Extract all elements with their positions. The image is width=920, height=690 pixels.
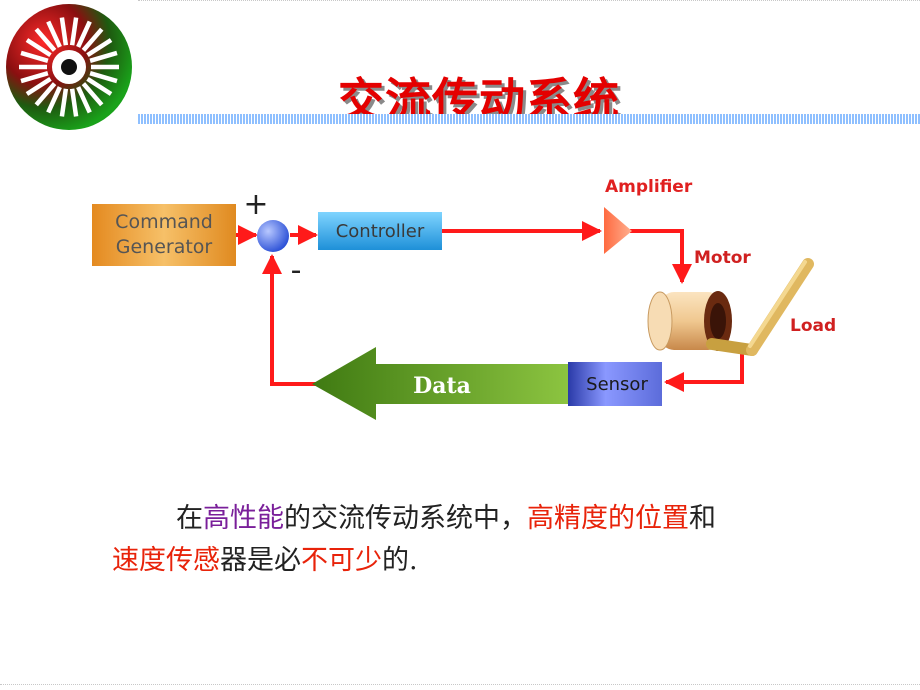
motor-cylinder-icon (647, 291, 732, 351)
logo-spoke (20, 50, 49, 63)
drive-system-diagram: Command Generator + - Controller Amplifi… (92, 177, 836, 420)
logo-spoke (25, 77, 52, 96)
emphasis-red: 高精度的位置 (527, 503, 689, 534)
data-arrow-icon (312, 347, 568, 420)
load-label: Load (790, 316, 836, 336)
logo-spoke (59, 88, 69, 117)
title-underline-bar (138, 114, 920, 124)
logo-spoke (34, 27, 57, 52)
load-arm-icon (706, 258, 814, 356)
logo-spoke (69, 88, 79, 117)
logo-spoke (76, 86, 92, 114)
text-segment: 在 (176, 503, 203, 534)
emphasis-purple: 高性能 (203, 503, 284, 534)
logo-spoke (20, 71, 49, 84)
logo-spoke (86, 38, 113, 57)
text-segment: 和 (689, 503, 716, 534)
paragraph-line-1: 在高性能的交流传动系统中，高精度的位置和 (112, 498, 832, 540)
minus-sign: - (291, 253, 302, 288)
logo-spoke (69, 17, 79, 46)
logo-spoke (46, 86, 62, 114)
data-label: Data (413, 373, 471, 399)
top-dotted-border (138, 0, 920, 5)
motor-label: Motor (694, 248, 751, 268)
emphasis-red: 速度传感 (112, 545, 220, 576)
logo-spoke (81, 82, 104, 107)
text-segment: 器是必 (220, 545, 301, 576)
command-generator-label-line2: Generator (116, 236, 213, 258)
sensor-box (568, 362, 662, 406)
sensor-label: Sensor (586, 374, 648, 395)
logo-spoke (86, 77, 113, 96)
logo-spoke (81, 27, 104, 52)
logo-spoke (76, 20, 92, 48)
gear-wheel-logo-icon (6, 4, 132, 130)
logo-spoke (89, 50, 118, 63)
summing-junction-icon (257, 220, 289, 252)
logo-spoke (59, 17, 69, 46)
controller-box (318, 212, 442, 250)
plus-sign: + (243, 187, 268, 222)
text-segment: 的交流传动系统中， (284, 503, 527, 534)
text-segment: 的. (382, 545, 418, 576)
amplifier-label: Amplifier (605, 177, 693, 197)
logo-spoke (34, 82, 57, 107)
bottom-dotted-border (0, 684, 920, 689)
description-paragraph: 在高性能的交流传动系统中，高精度的位置和 速度传感器是必不可少的. (112, 498, 832, 582)
logo-spoke (89, 71, 118, 84)
emphasis-red: 不可少 (301, 545, 382, 576)
controller-label: Controller (336, 221, 425, 242)
signal-lines (236, 221, 744, 392)
command-generator-box (92, 204, 236, 266)
command-generator-label-line1: Command (115, 211, 213, 233)
paragraph-line-2: 速度传感器是必不可少的. (112, 540, 832, 582)
logo-spoke (25, 38, 52, 57)
logo-spoke (46, 20, 62, 48)
amplifier-triangle-icon (604, 207, 632, 254)
